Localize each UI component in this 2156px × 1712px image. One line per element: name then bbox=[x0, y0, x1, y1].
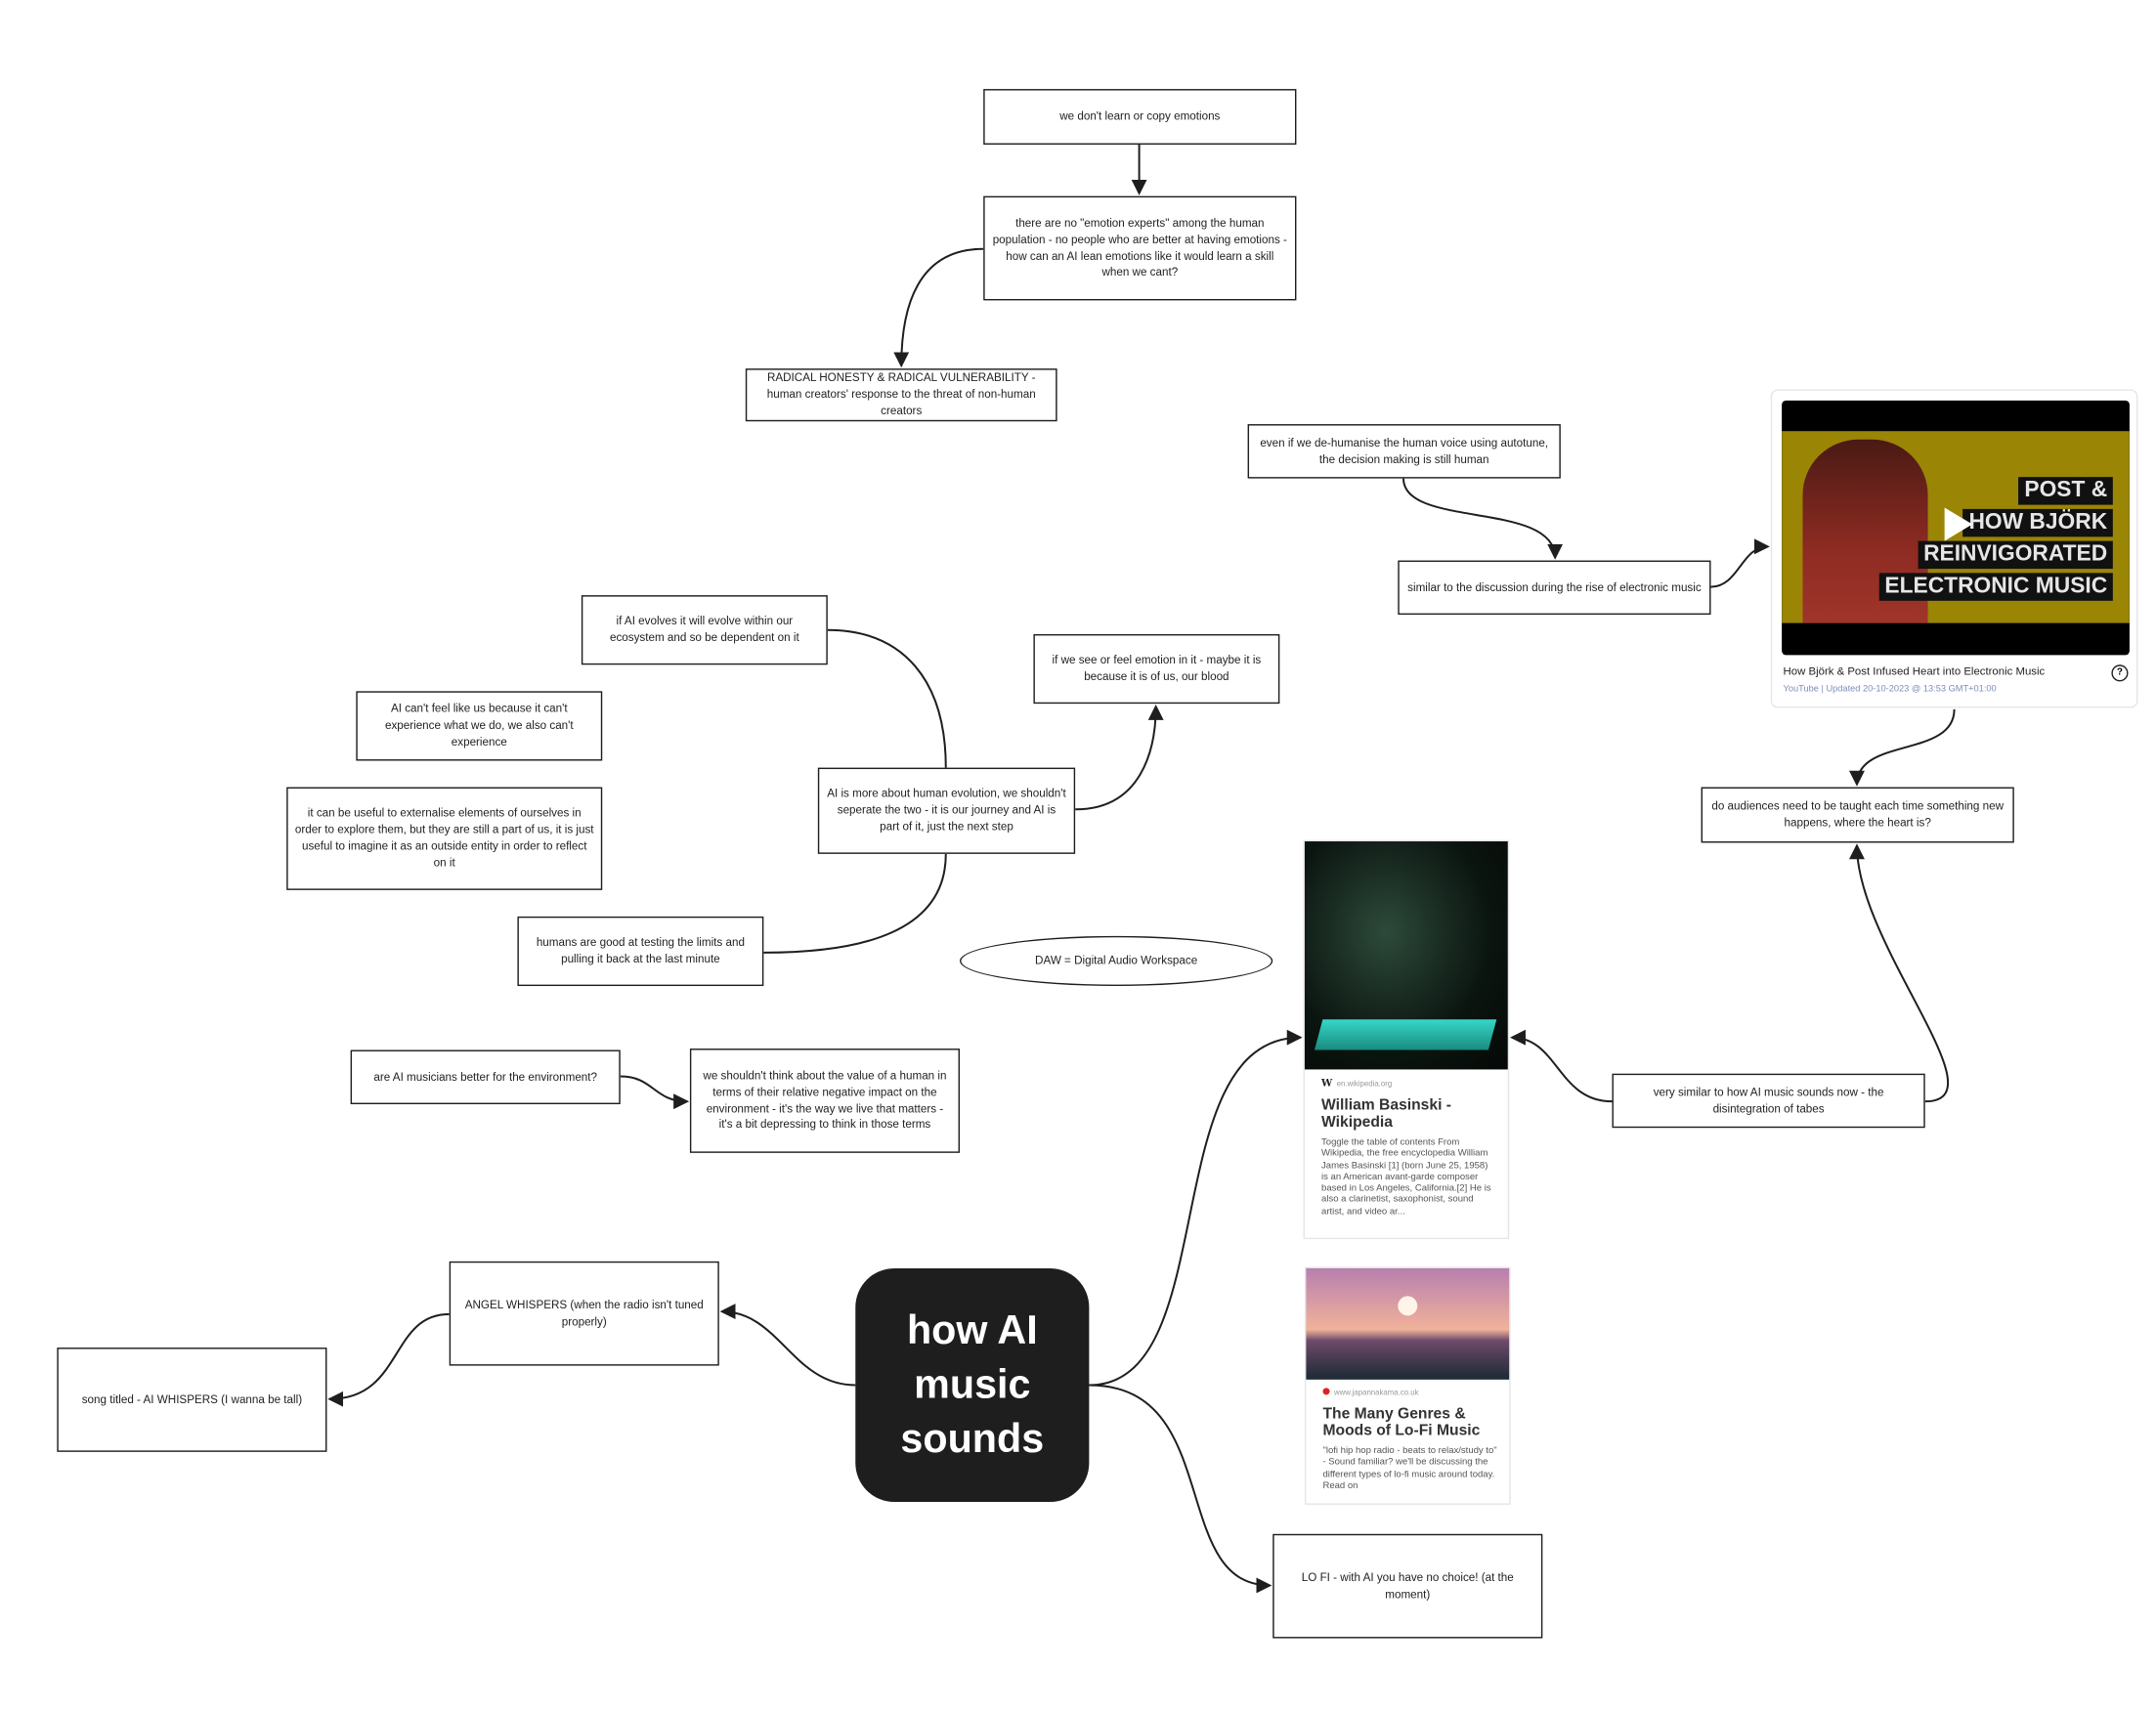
node-our-blood[interactable]: if we see or feel emotion in it - maybe … bbox=[1033, 633, 1280, 705]
node-text: if we see or feel emotion in it - maybe … bbox=[1052, 654, 1262, 683]
connector bbox=[1402, 478, 1564, 560]
connector bbox=[763, 853, 947, 954]
node-song-titled[interactable]: song titled - AI WHISPERS (I wanna be ta… bbox=[57, 1348, 327, 1452]
node-value-human[interactable]: we shouldn't think about the value of a … bbox=[689, 1049, 961, 1153]
node-text: are AI musicians better for the environm… bbox=[373, 1070, 598, 1084]
video-meta: YouTube | Updated 20-10-2023 @ 13:53 GMT… bbox=[1783, 684, 1997, 695]
lofi-link-card[interactable]: www.japannakama.co.uk The Many Genres & … bbox=[1304, 1266, 1511, 1505]
wikipedia-logo-icon: W bbox=[1321, 1076, 1333, 1090]
node-cant-feel[interactable]: AI can't feel like us because it can't e… bbox=[356, 691, 603, 761]
node-text: LO FI - with AI you have no choice! (at … bbox=[1301, 1570, 1514, 1601]
node-text: there are no "emotion experts" among the… bbox=[992, 216, 1287, 279]
node-text: ANGEL WHISPERS (when the radio isn't tun… bbox=[464, 1298, 704, 1328]
node-text: AI can't feel like us because it can't e… bbox=[384, 703, 574, 749]
node-text: AI is more about human evolution, we sho… bbox=[827, 787, 1066, 834]
node-text: song titled - AI WHISPERS (I wanna be ta… bbox=[81, 1392, 303, 1406]
node-electronic-rise[interactable]: similar to the discussion during the ris… bbox=[1398, 560, 1711, 616]
link-source: W en.wikipedia.org bbox=[1321, 1076, 1393, 1090]
connector bbox=[1849, 843, 1949, 1103]
node-disintegration[interactable]: very similar to how AI music sounds now … bbox=[1612, 1073, 1925, 1129]
node-environment-question[interactable]: are AI musicians better for the environm… bbox=[350, 1049, 621, 1105]
play-icon[interactable] bbox=[1944, 507, 1973, 541]
node-text: if AI evolves it will evolve within our … bbox=[609, 615, 799, 644]
connector bbox=[1510, 1029, 1613, 1103]
node-text: RADICAL HONESTY & RADICAL VULNERABILITY … bbox=[766, 371, 1036, 417]
node-text: it can be useful to externalise elements… bbox=[294, 807, 594, 870]
help-icon[interactable]: ? bbox=[2111, 664, 2129, 682]
video-title[interactable]: How Björk & Post Infused Heart into Elec… bbox=[1783, 664, 2046, 678]
link-preview-image bbox=[1306, 1267, 1510, 1380]
connector bbox=[1089, 1384, 1272, 1594]
connector bbox=[1089, 1029, 1303, 1387]
link-description: Toggle the table of contents From Wikipe… bbox=[1321, 1137, 1491, 1217]
connector bbox=[1849, 708, 1956, 787]
node-text: very similar to how AI music sounds now … bbox=[1653, 1086, 1884, 1115]
node-daw[interactable]: DAW = Digital Audio Workspace bbox=[960, 935, 1273, 987]
central-topic-node[interactable]: how AI music sounds bbox=[855, 1267, 1090, 1503]
node-ai-evolves[interactable]: if AI evolves it will evolve within our … bbox=[581, 595, 828, 665]
link-title[interactable]: William Basinski - Wikipedia bbox=[1321, 1096, 1452, 1132]
thumbnail-title: POST & HOW BJÖRK REINVIGORATED ELECTRONI… bbox=[1848, 477, 2113, 605]
youtube-embed-card[interactable]: POST & HOW BJÖRK REINVIGORATED ELECTRONI… bbox=[1770, 389, 2138, 708]
node-emotion-experts[interactable]: there are no "emotion experts" among the… bbox=[983, 195, 1297, 301]
node-externalise[interactable]: it can be useful to externalise elements… bbox=[286, 787, 603, 890]
connector bbox=[893, 247, 984, 368]
wikipedia-link-card[interactable]: W en.wikipedia.org William Basinski - Wi… bbox=[1303, 839, 1510, 1240]
node-text: we don't learn or copy emotions bbox=[1059, 109, 1221, 123]
link-source: www.japannakama.co.uk bbox=[1322, 1388, 1497, 1398]
connector bbox=[1710, 538, 1770, 588]
site-favicon-icon bbox=[1322, 1388, 1330, 1395]
video-thumbnail[interactable]: POST & HOW BJÖRK REINVIGORATED ELECTRONI… bbox=[1782, 400, 2130, 656]
node-text: do audiences need to be taught each time… bbox=[1711, 799, 2005, 830]
node-audiences[interactable]: do audiences need to be taught each time… bbox=[1701, 787, 2014, 843]
node-lofi[interactable]: LO FI - with AI you have no choice! (at … bbox=[1272, 1533, 1543, 1639]
connector bbox=[620, 1075, 690, 1110]
node-human-evolution[interactable]: AI is more about human evolution, we sho… bbox=[817, 767, 1076, 854]
connector bbox=[327, 1312, 450, 1407]
node-emotions-copy[interactable]: we don't learn or copy emotions bbox=[983, 89, 1297, 146]
connector bbox=[719, 1304, 856, 1387]
link-preview-image bbox=[1304, 841, 1508, 1070]
node-text: DAW = Digital Audio Workspace bbox=[1035, 954, 1198, 967]
node-text: we shouldn't think about the value of a … bbox=[703, 1069, 947, 1132]
node-text: similar to the discussion during the ris… bbox=[1407, 580, 1702, 594]
node-angel-whispers[interactable]: ANGEL WHISPERS (when the radio isn't tun… bbox=[449, 1261, 719, 1366]
connector bbox=[827, 628, 947, 768]
link-title[interactable]: The Many Genres & Moods of Lo-Fi Music bbox=[1322, 1405, 1481, 1440]
node-autotune[interactable]: even if we de-humanise the human voice u… bbox=[1247, 424, 1561, 479]
node-testing-limits[interactable]: humans are good at testing the limits an… bbox=[517, 916, 764, 987]
node-text: even if we de-humanise the human voice u… bbox=[1260, 436, 1549, 466]
central-topic-text: how AI music sounds bbox=[900, 1307, 1045, 1462]
link-description: "lofi hip hop radio - beats to relax/stu… bbox=[1322, 1446, 1497, 1491]
node-radical-honesty[interactable]: RADICAL HONESTY & RADICAL VULNERABILITY … bbox=[745, 368, 1057, 422]
node-text: humans are good at testing the limits an… bbox=[536, 936, 745, 965]
connector bbox=[1075, 704, 1164, 811]
